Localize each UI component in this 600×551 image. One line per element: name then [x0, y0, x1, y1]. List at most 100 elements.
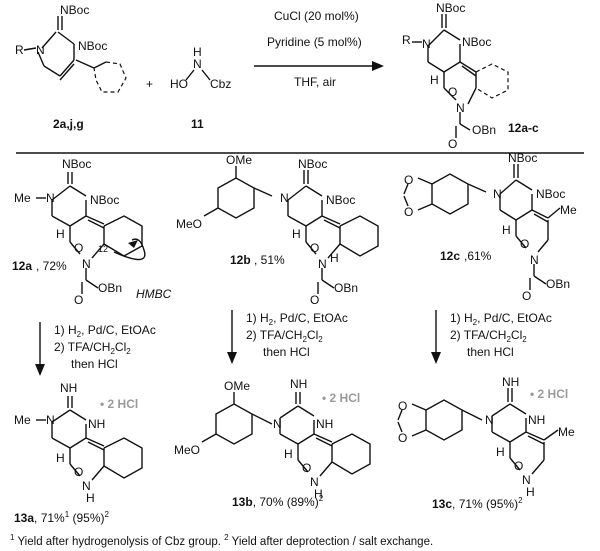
compound-label-2: 2a,j,g	[53, 117, 84, 131]
yield-13a: 13a, 71%1 (95%)2	[14, 510, 110, 525]
reagent-11-structure	[185, 69, 211, 81]
12a-hmbc-label: HMBC	[136, 287, 172, 301]
13a-atom-h3: H	[86, 491, 95, 505]
12b-atom-nboc-top: NBoc	[298, 157, 327, 171]
13b-atom-h: H	[284, 447, 293, 461]
12a-atom-nboc-top: NBoc	[62, 157, 91, 171]
cond-b-step3: then HCl	[263, 345, 310, 359]
13b-atom-o: O	[302, 461, 311, 475]
atom-ho: HO	[170, 77, 188, 91]
compound-label-12a: 12a	[12, 259, 32, 273]
cond-c-step2: 2) TFA/CH2Cl2	[450, 328, 527, 344]
p-atom-o2: O	[448, 137, 457, 151]
13c-atom-o: O	[514, 459, 523, 473]
yield-13b: 13b, 70% (89%)2	[232, 494, 324, 509]
atom-n-reagent: N	[193, 57, 202, 71]
compound-label-11: 11	[191, 117, 204, 131]
12c-atom-nboc-side: NBoc	[536, 187, 565, 201]
atom-nboc-top: NBoc	[60, 3, 89, 17]
12b-atom-h: H	[292, 227, 301, 241]
13c-atom-n3: N	[522, 473, 531, 487]
compound-13b-structure	[201, 392, 371, 477]
product-12-structure	[412, 14, 509, 138]
13a-atom-h: H	[56, 451, 65, 465]
p-atom-o: O	[448, 85, 457, 99]
13b-atom-n: N	[273, 417, 282, 431]
p-atom-r: R	[402, 33, 411, 47]
condition-base: Pyridine (5 mol%)	[267, 35, 362, 49]
13b-salt: • 2 HCl	[322, 391, 360, 405]
atom-nboc-side: NBoc	[78, 39, 107, 53]
13b-atom-nh2: NH	[316, 417, 333, 431]
13b-atom-h3: H	[314, 487, 323, 501]
12c-atom-o-a: O	[404, 173, 413, 187]
atom-cbz: Cbz	[210, 77, 231, 91]
12a-atom-o2: O	[74, 293, 83, 307]
13b-atom-nh: NH	[290, 377, 307, 391]
compound-12b-structure	[203, 166, 379, 294]
13c-atom-h3: H	[526, 485, 535, 499]
12c-atom-o2: O	[522, 289, 531, 303]
yield-13c: 13c, 71% (95%)2	[432, 496, 523, 511]
12c-atom-n: N	[530, 253, 539, 267]
down-arrow-b	[227, 310, 237, 364]
13a-atom-nh: NH	[60, 381, 77, 395]
13c-atom-nh2: NH	[528, 413, 545, 427]
reactant-2-structure	[23, 16, 127, 93]
12a-atom-n1: N	[46, 191, 55, 205]
atom-h-reagent: H	[193, 45, 202, 59]
12b-atom-h2: H	[330, 251, 339, 265]
compound-label-12ac: 12a-c	[508, 121, 539, 135]
13c-atom-o-b: O	[398, 431, 407, 445]
12b-atom-nboc-side: NBoc	[326, 193, 355, 207]
cond-c-step1: 1) H2, Pd/C, EtOAc	[450, 311, 552, 327]
12c-atom-obn: OBn	[546, 277, 570, 291]
12a-atom-h: H	[56, 227, 65, 241]
13a-salt: • 2 HCl	[100, 397, 138, 411]
atom-r: R	[15, 43, 24, 57]
p-atom-n2: N	[456, 101, 465, 115]
12c-atom-n1: N	[493, 187, 502, 201]
13c-atom-me: Me	[558, 425, 575, 439]
cond-b-step2: 2) TFA/CH2Cl2	[246, 328, 323, 344]
13c-atom-n: N	[485, 413, 494, 427]
p-atom-h: H	[430, 73, 439, 87]
13a-atom-n: N	[46, 413, 55, 427]
atom-n: N	[36, 43, 45, 57]
13a-atom-o: O	[74, 465, 83, 479]
12c-atom-o-b: O	[404, 205, 413, 219]
12a-atom-me: Me	[14, 191, 31, 205]
yield-12b: , 51%	[254, 253, 285, 267]
12b-atom-n: N	[318, 257, 327, 271]
12a-position-12: 12	[98, 244, 108, 254]
13b-atom-ome: OMe	[224, 379, 250, 393]
13a-atom-n3: N	[82, 479, 91, 493]
12c-atom-o: O	[520, 237, 529, 251]
yield-12c: ,61%	[464, 249, 492, 263]
12c-atom-me: Me	[560, 203, 577, 217]
p-atom-nboc-top: NBoc	[436, 1, 465, 15]
13c-atom-h: H	[496, 445, 505, 459]
13b-atom-n3: N	[310, 475, 319, 489]
compound-label-12c: 12c	[440, 249, 460, 263]
12c-atom-h: H	[502, 223, 511, 237]
compound-13c-structure	[397, 388, 559, 475]
12a-atom-n: N	[82, 257, 91, 271]
13c-atom-o-a: O	[398, 399, 407, 413]
12a-atom-nboc-side: NBoc	[90, 193, 119, 207]
13a-atom-nh2: NH	[88, 417, 105, 431]
13c-atom-nh: NH	[502, 375, 519, 389]
p-atom-nboc-side: NBoc	[462, 35, 491, 49]
down-arrow-c	[431, 310, 441, 364]
12b-atom-o: O	[310, 241, 319, 255]
cond-a-step3: then HCl	[71, 357, 118, 371]
compound-12a-structure	[36, 172, 146, 294]
12a-atom-o: O	[74, 241, 83, 255]
reaction-arrow-top	[254, 61, 384, 71]
13b-atom-meo: MeO	[174, 443, 200, 457]
13a-atom-me: Me	[14, 413, 31, 427]
12a-atom-obn: OBn	[98, 281, 122, 295]
compound-13a-structure	[36, 396, 143, 481]
12b-atom-obn: OBn	[334, 281, 358, 295]
